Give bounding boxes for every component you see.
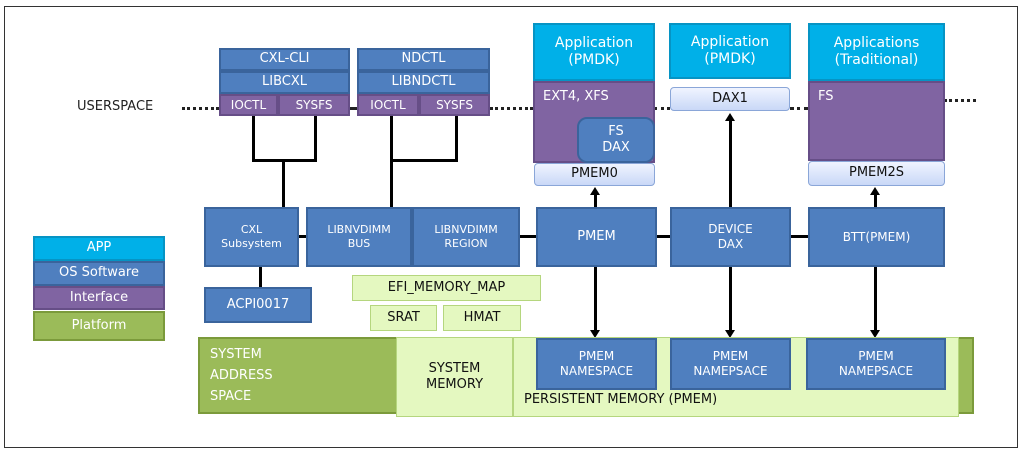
- connector-line: [314, 116, 317, 161]
- namespace-line2: NAMESPACE: [559, 364, 634, 378]
- namespace-line1: PMEM: [578, 349, 615, 363]
- libnvdimm-bus-line2: BUS: [347, 237, 371, 250]
- namespace-line2: NAMEPSACE: [838, 364, 914, 378]
- libcxl-box: LIBCXL: [219, 71, 350, 94]
- fs-dax-line1: FS: [608, 123, 624, 139]
- device-dax-line1: DEVICE: [708, 222, 753, 236]
- arrow-down-icon: [870, 267, 880, 338]
- libnvdimm-region-line1: LIBNVDIMM: [434, 223, 498, 237]
- cxl-cli-box: CXL-CLI: [219, 48, 350, 71]
- userspace-boundary-line: [944, 99, 976, 102]
- arrow-up-icon: [870, 187, 880, 207]
- userspace-boundary-line: [490, 107, 533, 110]
- application-line1: Applications: [833, 34, 920, 51]
- device-dax-line2: DAX: [717, 237, 744, 251]
- connector-line: [390, 159, 458, 162]
- userspace-boundary-line: [654, 107, 670, 110]
- pmem0-device-box: PMEM0: [534, 163, 655, 186]
- fs-dax-line2: DAX: [602, 140, 630, 155]
- diagram-frame: [4, 6, 1018, 448]
- system-address-space-line1: SYSTEM: [210, 347, 262, 362]
- arrow-down-icon: [725, 267, 735, 338]
- system-address-space-line3: SPACE: [210, 388, 252, 404]
- legend-interface: Interface: [33, 286, 165, 310]
- nd-sysfs-box: SYSFS: [419, 94, 490, 116]
- srat-box: SRAT: [370, 305, 437, 331]
- cxl-subsystem-line2: Subsystem: [221, 237, 282, 250]
- application-pmdk-box: Application(PMDK): [533, 23, 655, 81]
- fs-box: FS: [808, 81, 945, 161]
- btt-pmem-box: BTT(PMEM): [808, 207, 945, 267]
- system-memory-line2: MEMORY: [425, 377, 484, 392]
- pmem2s-device-box: PMEM2S: [808, 161, 945, 186]
- connector-line: [791, 235, 808, 238]
- userspace-boundary-line: [350, 107, 357, 110]
- namespace-line1: PMEM: [712, 349, 749, 363]
- application-line2: (PMDK): [704, 51, 756, 67]
- application-traditional-box: Applications(Traditional): [808, 23, 945, 81]
- acpi0017-box: ACPI0017: [204, 287, 312, 323]
- namespace-line1: PMEM: [858, 349, 894, 363]
- userspace-boundary-line: [790, 107, 808, 110]
- connector-line: [520, 235, 536, 238]
- ndctl-box: NDCTL: [357, 48, 490, 71]
- arrow-down-icon: [590, 267, 600, 338]
- system-memory-line1: SYSTEM: [428, 360, 481, 376]
- legend-app: APP: [33, 236, 165, 261]
- legend-platform: Platform: [33, 311, 165, 341]
- namespace-line2: NAMEPSACE: [693, 364, 768, 378]
- hmat-box: HMAT: [443, 305, 521, 331]
- userspace-label: USERSPACE: [77, 99, 154, 114]
- cxl-subsystem-line1: CXL: [240, 223, 263, 237]
- dax1-device-box: DAX1: [670, 87, 790, 111]
- cxl-ioctl-box: IOCTL: [219, 94, 278, 116]
- connector-line: [455, 116, 458, 161]
- connector-line: [252, 116, 255, 161]
- cxl-sysfs-box: SYSFS: [278, 94, 350, 116]
- system-address-space-line2: ADDRESS: [210, 367, 273, 383]
- libndctl-box: LIBNDCTL: [357, 71, 490, 94]
- application-line2: (PMDK): [568, 52, 620, 68]
- arrow-up-icon: [590, 187, 600, 207]
- connector-line: [282, 159, 285, 207]
- application-line1: Application: [554, 34, 634, 51]
- application-line2: (Traditional): [834, 52, 919, 68]
- userspace-boundary-line: [182, 107, 219, 110]
- pmem-driver-box: PMEM: [536, 207, 657, 267]
- application-line1: Application: [690, 33, 770, 50]
- libnvdimm-region-line2: REGION: [444, 237, 488, 250]
- legend-os-software: OS Software: [33, 261, 165, 286]
- nd-ioctl-box: IOCTL: [357, 94, 419, 116]
- efi-memory-map-box: EFI_MEMORY_MAP: [352, 275, 541, 301]
- connector-line: [299, 235, 306, 238]
- libnvdimm-bus-line1: LIBNVDIMM: [327, 223, 391, 237]
- application-pmdk-box: Application(PMDK): [669, 23, 791, 79]
- connector-line: [657, 235, 670, 238]
- arrow-up-icon: [725, 113, 735, 207]
- connector-line: [259, 267, 262, 287]
